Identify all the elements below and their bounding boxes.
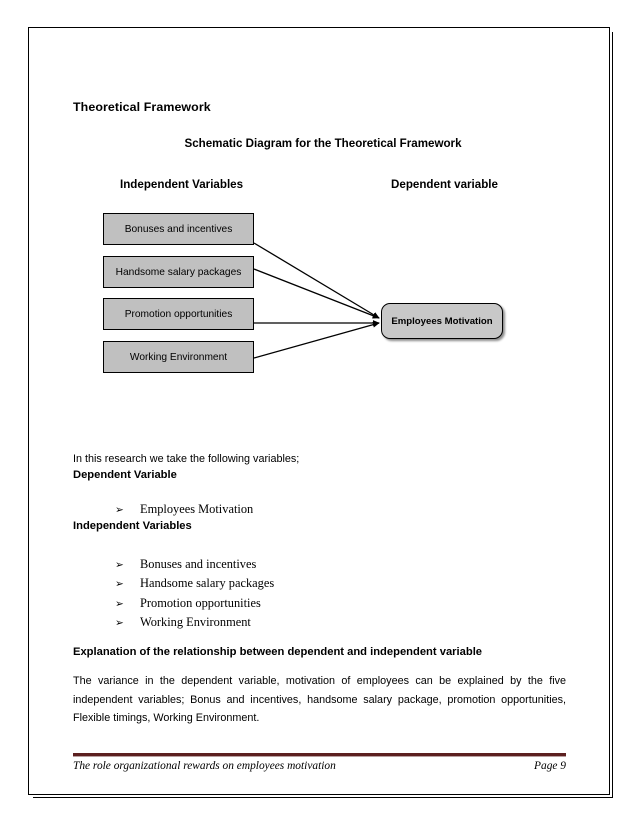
diagram-box-salary: Handsome salary packages [103,256,254,288]
diagram-box-environment: Working Environment [103,341,254,373]
list-item-label: Handsome salary packages [140,576,275,591]
list-item: ➢ Promotion opportunities [115,594,274,613]
diagram-box-label: Handsome salary packages [115,266,242,278]
arrow-bullet-icon: ➢ [115,559,124,571]
footer-page-number: Page 9 [534,760,566,772]
list-item-label: Promotion opportunities [140,595,261,610]
footer-divider [73,753,566,757]
list-item: ➢ Handsome salary packages [115,574,274,593]
footer-title: The role organizational rewards on emplo… [73,760,336,772]
list-item: ➢ Working Environment [115,613,274,632]
list-item-label: Bonuses and incentives [140,557,257,571]
arrow-bonuses [253,242,380,319]
independent-variables-heading: Independent Variables [73,520,192,532]
list-item: ➢ Employees Motivation [115,500,253,519]
list-item-label: Employees Motivation [140,502,254,516]
column-label-dependent: Dependent variable [391,178,498,191]
diagram-box-label: Employees Motivation [391,315,493,327]
document-page: Theoretical Framework Schematic Diagram … [28,27,610,795]
diagram-box-label: Working Environment [129,351,228,363]
list-item: ➢ Bonuses and incentives [115,555,274,574]
diagram-box-label: Bonuses and incentives [124,223,233,235]
intro-paragraph: In this research we take the following v… [73,453,300,465]
arrow-bullet-icon: ➢ [115,616,124,629]
list-item-label: Working Environment [140,614,251,629]
arrow-salary [253,268,380,319]
dependent-variable-heading: Dependent Variable [73,469,177,481]
dependent-variable-list: ➢ Employees Motivation [115,500,253,519]
explanation-heading: Explanation of the relationship between … [73,646,483,658]
page-title: Theoretical Framework [73,100,211,114]
diagram-title: Schematic Diagram for the Theoretical Fr… [184,137,462,150]
explanation-paragraph: The variance in the dependent variable, … [73,675,566,725]
diagram-box-employees-motivation: Employees Motivation [381,303,503,339]
arrow-bullet-icon: ➢ [115,597,124,610]
diagram-box-bonuses: Bonuses and incentives [103,213,254,245]
diagram-box-label: Promotion opportunities [124,308,233,320]
arrow-bullet-icon: ➢ [115,578,124,591]
independent-variables-list: ➢ Bonuses and incentives ➢ Handsome salary… [115,555,274,632]
arrow-connectors [253,242,380,359]
arrow-bullet-icon: ➢ [115,504,124,516]
arrow-environment [253,321,380,359]
schematic-diagram: Bonuses and incentives Handsome salary p… [29,213,609,383]
page-content: Theoretical Framework Schematic Diagram … [29,28,609,794]
column-label-independent: Independent Variables [120,178,244,191]
diagram-box-promotion: Promotion opportunities [103,298,254,330]
